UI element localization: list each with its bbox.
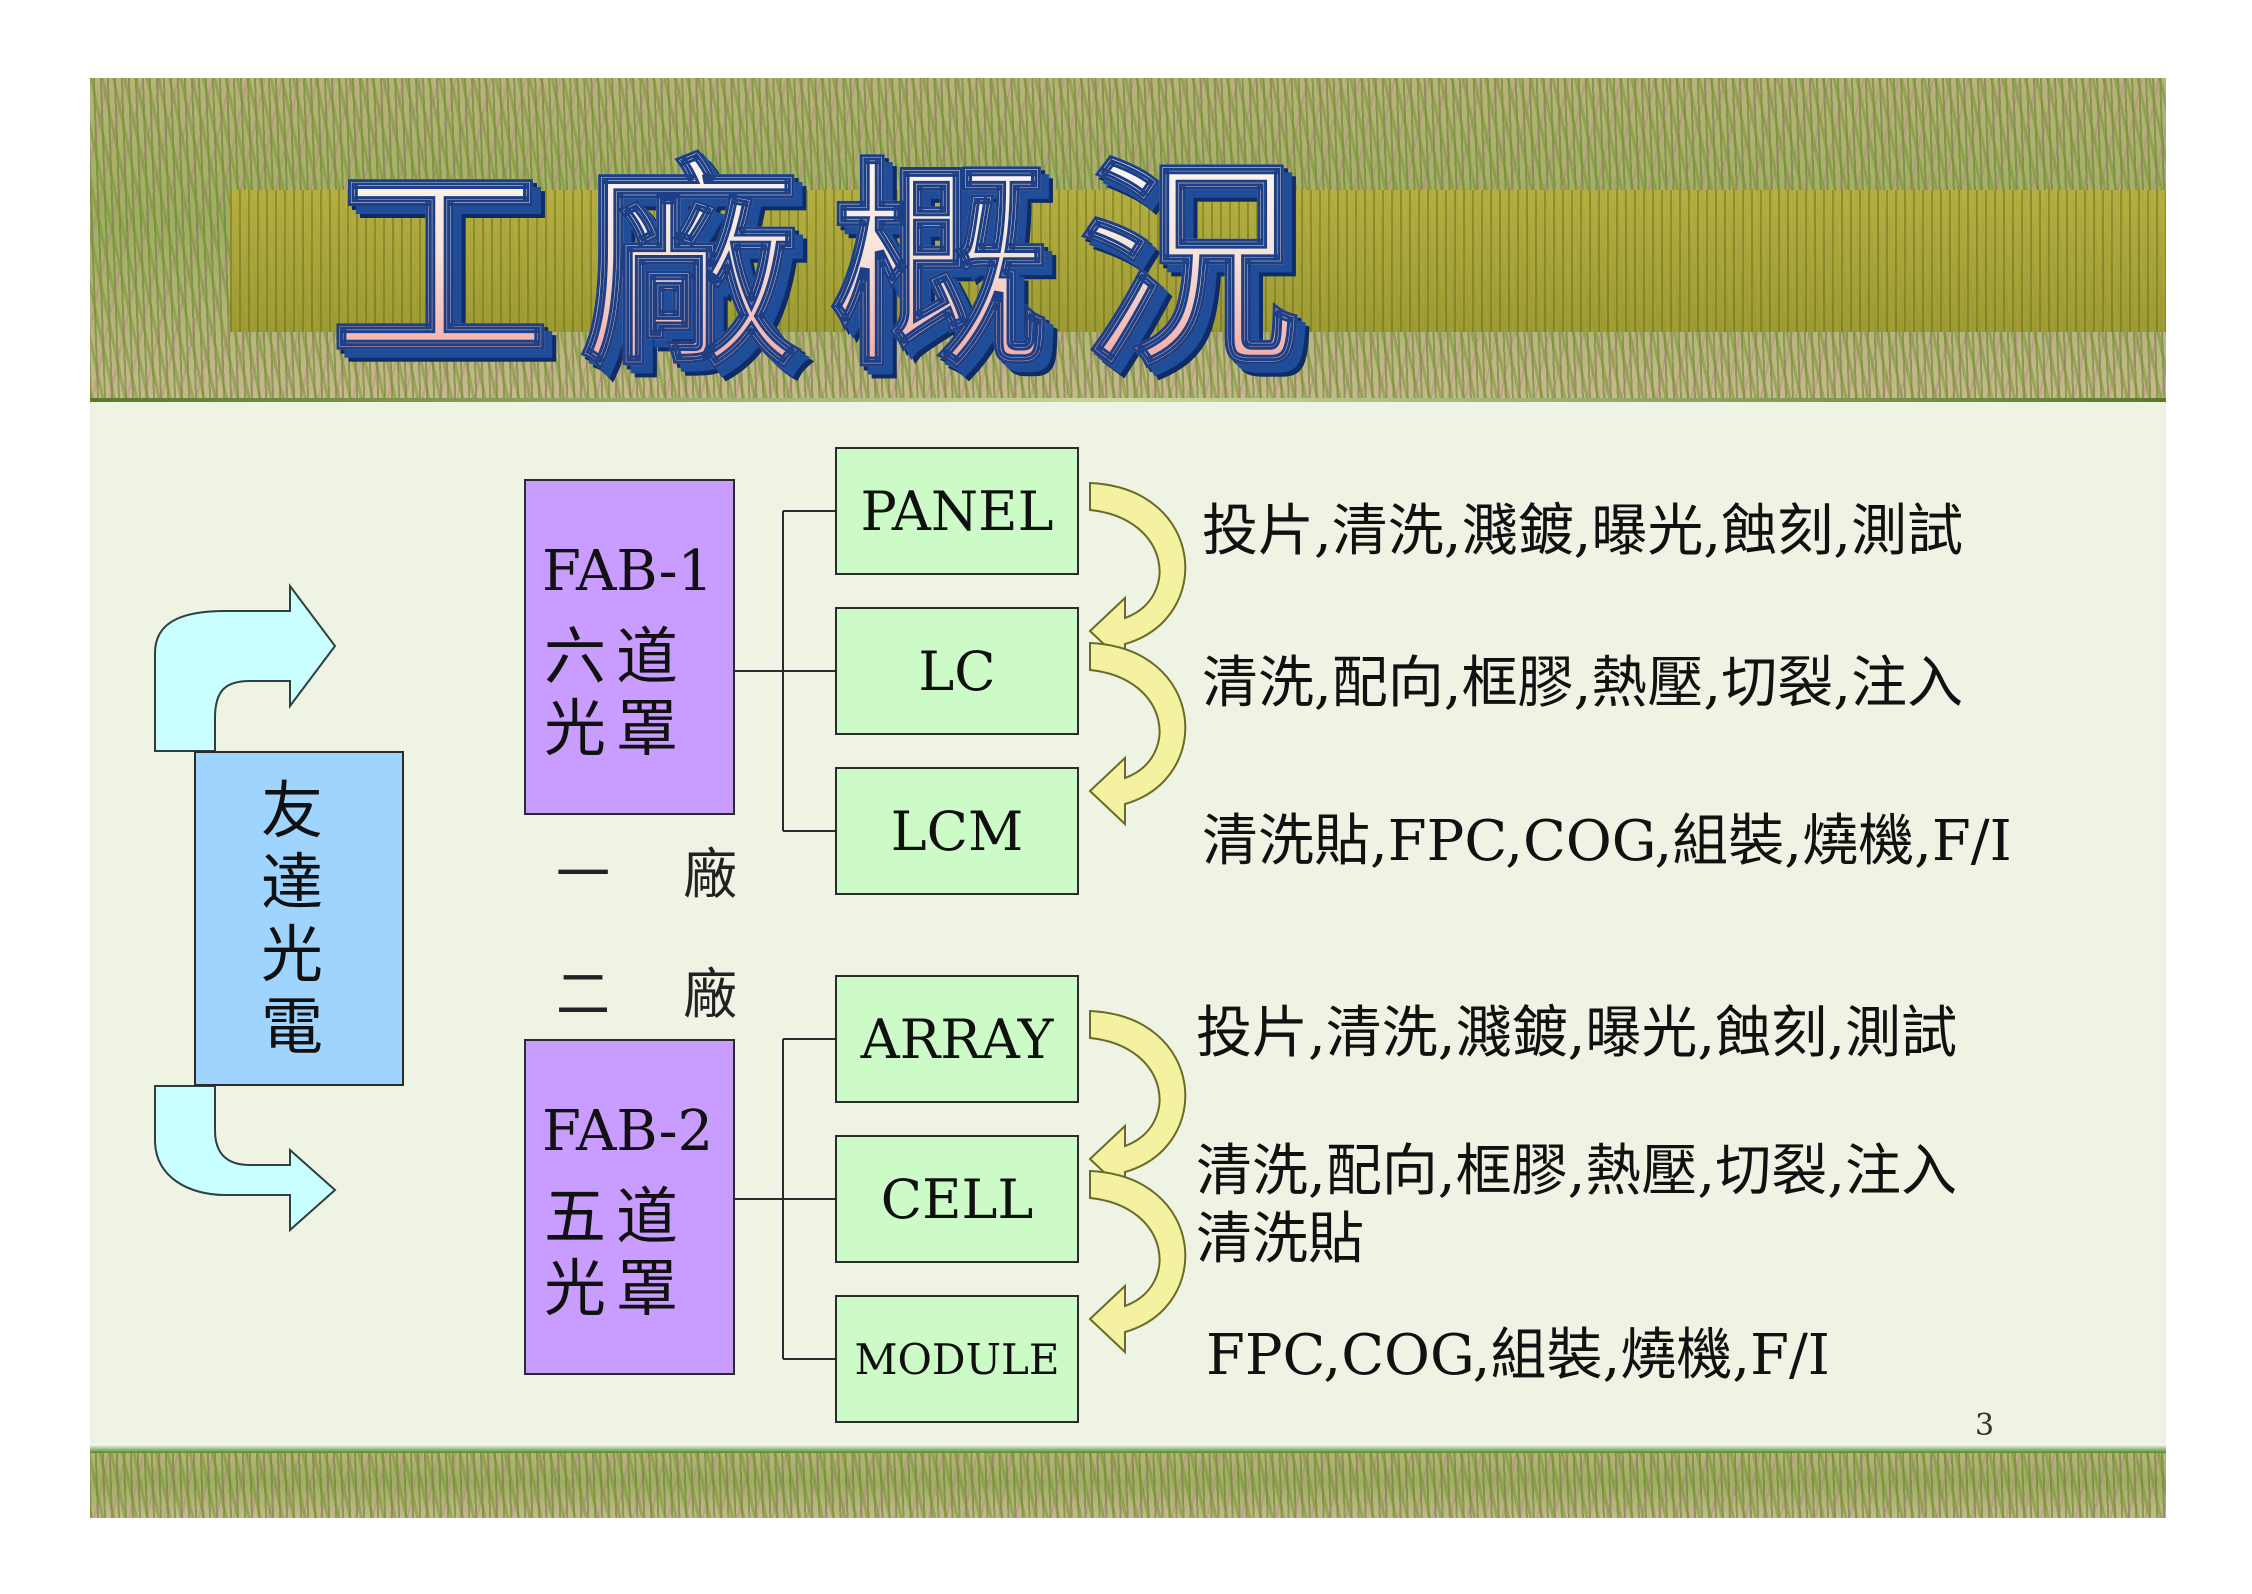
page-number: 3 xyxy=(1975,1408,1995,1443)
fab-1-name: FAB-1 xyxy=(542,539,714,604)
fab-1-box: FAB-1 六道光罩 xyxy=(524,479,735,815)
slide-title: 工廠概況 xyxy=(329,118,2050,418)
process-text: 投片,清洗,濺鍍,曝光,蝕刻,測試 xyxy=(1202,499,1964,564)
fab1-bracket xyxy=(735,510,835,832)
curved-arrow-icon xyxy=(1088,1169,1187,1355)
curved-arrow-icon xyxy=(1088,641,1187,827)
process-text: 清洗,配向,框膠,熱壓,切裂,注入 xyxy=(1202,651,1964,716)
stage-box-array: ARRAY xyxy=(835,975,1079,1103)
slide: 工廠概況 友達光電 xyxy=(90,78,2166,1518)
stage-box-lc: LC xyxy=(835,607,1079,735)
company-label: 友達光電 xyxy=(260,773,337,1063)
stage-label: PANEL xyxy=(860,479,1054,543)
company-box: 友達光電 xyxy=(194,751,404,1086)
stage-box-module: MODULE xyxy=(835,1295,1079,1423)
curved-arrow-icon xyxy=(1088,1009,1187,1195)
fab-2-name: FAB-2 xyxy=(542,1099,714,1164)
process-text: 清洗貼 xyxy=(1196,1207,1364,1272)
stage-label: ARRAY xyxy=(860,1007,1054,1071)
stage-label: LCM xyxy=(890,799,1024,863)
arrow-to-fab2-icon xyxy=(154,1085,337,1233)
footer-divider xyxy=(90,1444,2166,1453)
stage-label: LC xyxy=(918,639,996,703)
factory-label-2: 二 廠 xyxy=(556,963,766,1026)
title-stripe xyxy=(230,190,2166,332)
process-text: 清洗貼,FPC,COG,組裝,燒機,F/I xyxy=(1202,809,2012,874)
stage-box-lcm: LCM xyxy=(835,767,1079,895)
process-text: 投片,清洗,濺鍍,曝光,蝕刻,測試 xyxy=(1196,1001,1958,1066)
curved-arrow-icon xyxy=(1088,481,1187,667)
header-divider xyxy=(90,398,2166,402)
stage-box-panel: PANEL xyxy=(835,447,1079,575)
process-text: 清洗,配向,框膠,熱壓,切裂,注入 xyxy=(1196,1139,1958,1204)
fab-2-subtitle: 五道光罩 xyxy=(544,1180,689,1325)
fab-2-box: FAB-2 五道光罩 xyxy=(524,1039,735,1375)
factory-label-1: 一 廠 xyxy=(556,843,766,906)
process-text: FPC,COG,組裝,燒機,F/I xyxy=(1206,1323,1830,1388)
fab-1-subtitle: 六道光罩 xyxy=(544,620,689,765)
stage-box-cell: CELL xyxy=(835,1135,1079,1263)
fab2-bracket xyxy=(735,1038,835,1360)
stage-label: MODULE xyxy=(854,1334,1060,1384)
footer-grass-band xyxy=(90,1453,2166,1518)
arrow-to-fab1-icon xyxy=(154,583,337,752)
stage-label: CELL xyxy=(880,1167,1034,1231)
diagram-connectors xyxy=(154,481,1187,1360)
